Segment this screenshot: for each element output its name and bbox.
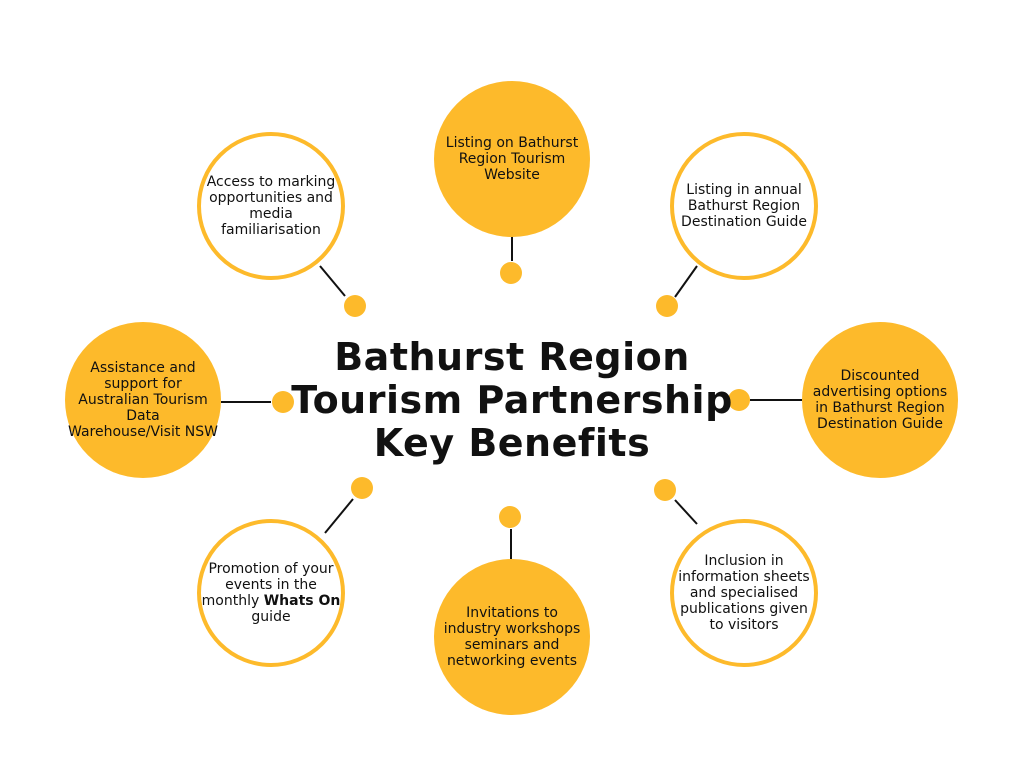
benefit-circle-destination-guide-listing xyxy=(670,132,818,280)
title-line-1: Bathurst Region xyxy=(334,335,690,379)
benefit-circle-website-listing xyxy=(434,81,590,237)
benefit-text-events-promotion: Promotion of your events in the monthly … xyxy=(201,561,341,625)
benefit-text-atdw-assistance: Assistance and support for Australian To… xyxy=(68,360,219,440)
connector-line-information-sheets xyxy=(674,499,698,525)
connector-dot-website-listing xyxy=(500,262,522,284)
connector-dot-atdw-assistance xyxy=(272,391,294,413)
benefit-circles xyxy=(65,81,958,715)
title-line-2: Tourism Partnership xyxy=(291,378,733,422)
connector-dot-industry-invitations xyxy=(499,506,521,528)
connector-lines xyxy=(221,236,802,559)
connector-dots xyxy=(272,262,750,528)
connector-dot-destination-guide-listing xyxy=(656,295,678,317)
benefit-text-industry-invitations: Invitations to industry workshops semina… xyxy=(443,605,581,669)
benefit-text-website-listing: Listing on Bathurst Region Tourism Websi… xyxy=(445,135,579,183)
diagram-title: Bathurst Region Tourism Partnership Key … xyxy=(262,336,762,465)
title-line-3: Key Benefits xyxy=(373,421,651,465)
benefit-circle-industry-invitations xyxy=(434,559,590,715)
connector-dot-information-sheets xyxy=(654,479,676,501)
connector-line-destination-guide-listing xyxy=(674,265,698,298)
benefit-text-marketing-access: Access to marking opportunities and medi… xyxy=(206,174,336,238)
connector-dot-marketing-access xyxy=(344,295,366,317)
whats-on-emphasis: Whats On xyxy=(263,593,341,609)
benefit-text-information-sheets: Inclusion in information sheets and spec… xyxy=(678,553,810,633)
benefit-circle-discounted-advertising xyxy=(802,322,958,478)
benefit-circle-events-promotion xyxy=(197,519,345,667)
connector-line-marketing-access xyxy=(319,265,346,297)
benefit-text-discounted-advertising: Discounted advertising options in Bathur… xyxy=(812,368,948,432)
connector-line-events-promotion xyxy=(324,498,354,534)
connector-dot-discounted-advertising xyxy=(728,389,750,411)
benefit-text-destination-guide-listing: Listing in annual Bathurst Region Destin… xyxy=(681,182,807,230)
benefit-circle-information-sheets xyxy=(670,519,818,667)
benefit-circle-atdw-assistance xyxy=(65,322,221,478)
connector-dot-events-promotion xyxy=(351,477,373,499)
benefit-circle-marketing-access xyxy=(197,132,345,280)
